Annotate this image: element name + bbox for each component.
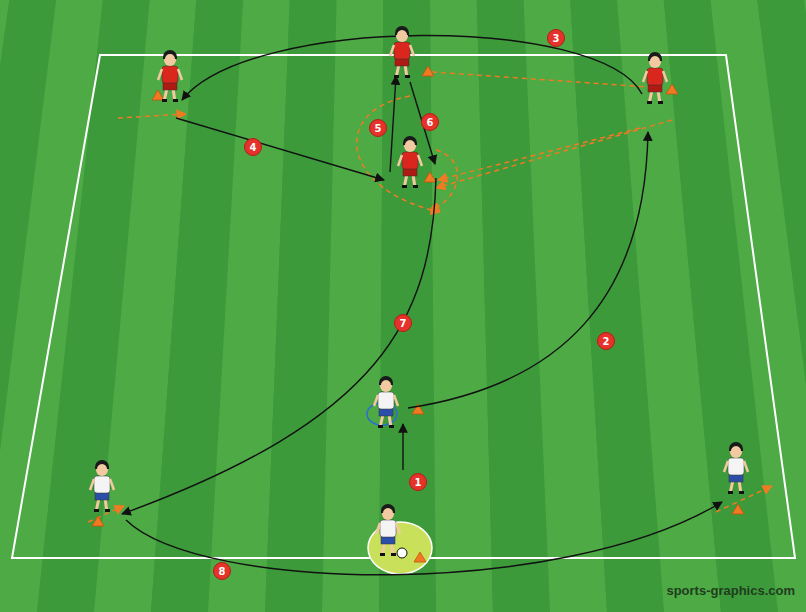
- callout-number: 3: [547, 29, 565, 47]
- pitch-line: [12, 55, 795, 558]
- player-arm: [663, 71, 667, 82]
- run-path: [432, 72, 662, 88]
- player: [643, 53, 667, 104]
- player-arm: [394, 395, 398, 406]
- player-boot: [658, 101, 663, 104]
- player-hair: [380, 377, 392, 385]
- player-arm: [744, 461, 748, 472]
- grass-stripe: [757, 0, 806, 612]
- player-shirt: [402, 152, 418, 169]
- player: [376, 505, 400, 556]
- player: [158, 51, 182, 102]
- player: [398, 137, 422, 188]
- player-hair: [404, 137, 416, 145]
- callout-number: 1: [409, 473, 427, 491]
- cone: [152, 90, 164, 100]
- grass-stripe: [379, 0, 436, 612]
- player-boot: [413, 185, 418, 188]
- player-boot: [394, 75, 399, 78]
- cone: [666, 84, 678, 94]
- callout-number: 2: [597, 332, 615, 350]
- player-shirt: [94, 476, 110, 493]
- player-arm: [418, 155, 422, 166]
- cone: [414, 552, 426, 562]
- callout-number: 8: [213, 562, 231, 580]
- player-arm: [643, 71, 647, 82]
- player: [724, 443, 748, 494]
- run-path: [118, 114, 186, 118]
- ball-path: [176, 118, 384, 180]
- player: [90, 461, 114, 512]
- player-boot: [739, 491, 744, 494]
- watermark: sports-graphics.com: [666, 583, 795, 598]
- player-hair: [649, 53, 661, 61]
- cone: [422, 66, 434, 76]
- player-shirt: [380, 520, 396, 537]
- player-hair: [164, 51, 176, 59]
- player-hair: [396, 27, 408, 35]
- player: [390, 27, 414, 78]
- player-boot: [162, 99, 167, 102]
- ball-path: [402, 424, 403, 470]
- run-path: [357, 96, 440, 212]
- callout-number: 7: [394, 314, 412, 332]
- run-path: [716, 486, 772, 512]
- player-boot: [378, 425, 383, 428]
- player-boot: [728, 491, 733, 494]
- player-shirt: [728, 458, 744, 475]
- start-zone: [368, 522, 432, 574]
- player-boot: [391, 553, 396, 556]
- player-boot: [173, 99, 178, 102]
- player-arm: [390, 45, 394, 56]
- player-arm: [110, 479, 114, 490]
- player-boot: [405, 75, 410, 78]
- player-arm: [396, 523, 400, 534]
- run-path: [438, 128, 640, 180]
- player-shirt: [647, 68, 663, 85]
- player-hair: [382, 505, 394, 513]
- ball-path: [408, 132, 648, 408]
- cone: [732, 504, 744, 514]
- player-shirt: [162, 66, 178, 83]
- player-hair: [96, 461, 108, 469]
- player-arm: [410, 45, 414, 56]
- ball-path: [122, 178, 436, 514]
- player-arm: [376, 523, 380, 534]
- player-arm: [178, 69, 182, 80]
- grass-stripe: [322, 0, 383, 612]
- grass-stripe: [804, 0, 806, 612]
- player-arm: [90, 479, 94, 490]
- callout-number: 4: [244, 138, 262, 156]
- player-arm: [724, 461, 728, 472]
- cone: [424, 172, 436, 182]
- player-arm: [158, 69, 162, 80]
- player-arm: [374, 395, 378, 406]
- player-boot: [105, 509, 110, 512]
- cone: [92, 516, 104, 526]
- callout-number: 5: [369, 119, 387, 137]
- player-arm: [398, 155, 402, 166]
- player-shirt: [378, 392, 394, 409]
- player-boot: [94, 509, 99, 512]
- player-hair: [730, 443, 742, 451]
- ball-path: [390, 76, 396, 172]
- player-boot: [380, 553, 385, 556]
- callout-number: 6: [421, 113, 439, 131]
- run-path: [436, 120, 672, 188]
- player-shirt: [394, 42, 410, 59]
- player: [374, 377, 398, 428]
- player-boot: [389, 425, 394, 428]
- player-boot: [402, 185, 407, 188]
- ball: [397, 548, 407, 558]
- player-boot: [647, 101, 652, 104]
